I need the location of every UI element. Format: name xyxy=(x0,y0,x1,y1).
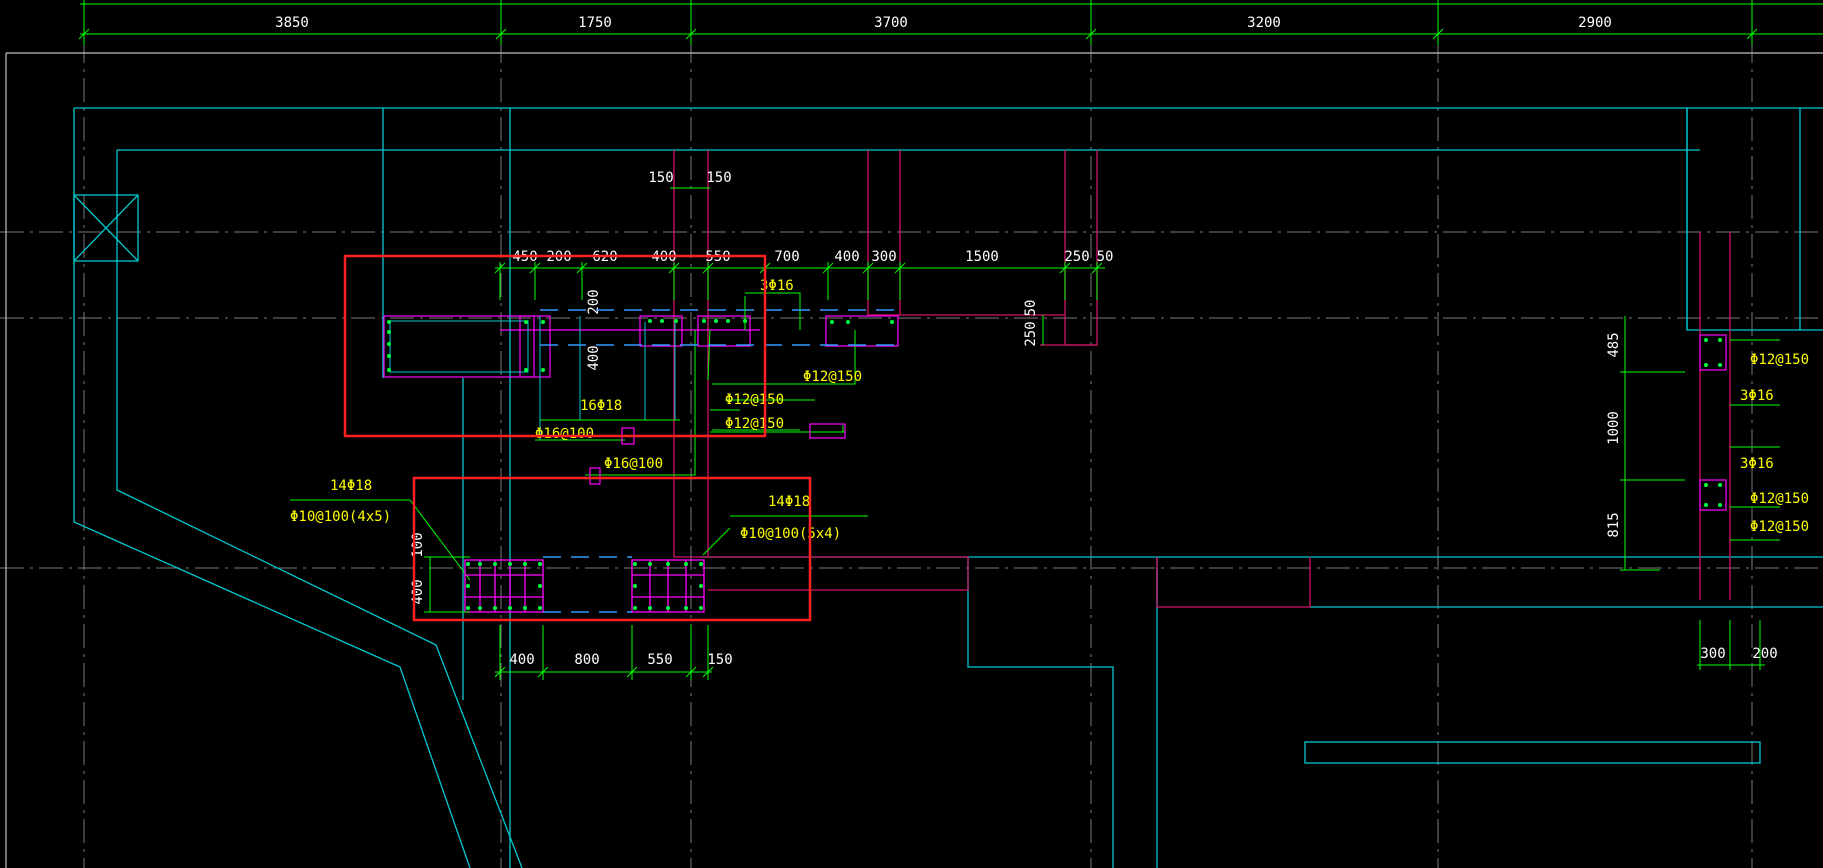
annotation-leaders xyxy=(290,296,868,517)
dim-upper-8: 400 xyxy=(834,249,859,265)
lower-column-sections xyxy=(464,559,705,613)
rebar-annotations: 16Φ18 Φ16@100 Φ16@100 3Φ16 Φ12@150 Φ12@1… xyxy=(290,278,1809,542)
ann-right-phi12-top: Φ12@150 xyxy=(1750,352,1809,368)
lower-dashed-beam xyxy=(540,309,900,613)
dim-upper-11: 250 xyxy=(1064,249,1089,265)
ann-right-phi12-mid: Φ12@150 xyxy=(1750,491,1809,507)
ann-phi12-a: Φ12@150 xyxy=(803,369,862,385)
ann-14phi18-right: 14Φ18 xyxy=(768,494,810,510)
dim-top-4: 2900 xyxy=(1578,15,1612,31)
lower-column-left xyxy=(464,559,544,613)
dim-upper-0: 150 xyxy=(648,170,673,186)
column-box-left xyxy=(73,194,139,262)
upper-dimension-labels: 150 150 450 200 620 400 550 700 400 300 … xyxy=(512,170,1113,265)
ann-phi10-right: Φ10@100(5x4) xyxy=(740,526,841,542)
ann-phi16-100-b: Φ16@100 xyxy=(604,456,663,472)
inner-wall-left xyxy=(116,150,523,868)
lower-rebar-dots xyxy=(466,562,703,610)
dim-far-right-1: 1000 xyxy=(1606,411,1622,445)
highlight-boxes xyxy=(343,254,812,622)
dim-far-right-2: 815 xyxy=(1606,512,1622,537)
ann-right-phi12-bottom: Φ12@150 xyxy=(1750,519,1809,535)
highlight-box-upper xyxy=(343,254,767,438)
ann-14phi18-left: 14Φ18 xyxy=(330,478,372,494)
ann-3phi16: 3Φ16 xyxy=(760,278,794,294)
dim-upper-9: 300 xyxy=(871,249,896,265)
ann-16phi18: 16Φ18 xyxy=(580,398,622,414)
ann-phi16-100-a: Φ16@100 xyxy=(535,426,594,442)
dim-lower-3: 150 xyxy=(707,652,732,668)
dim-upper-12: 50 xyxy=(1097,249,1114,265)
ann-phi10-left: Φ10@100(4x5) xyxy=(290,509,391,525)
ann-phi12-c: Φ12@150 xyxy=(725,416,784,432)
dim-lower-1: 800 xyxy=(574,652,599,668)
ann-phi12-b: Φ12@150 xyxy=(725,392,784,408)
outer-wall-left xyxy=(73,108,471,868)
highlight-box-lower xyxy=(412,476,812,622)
upper-inner-lines xyxy=(389,316,676,440)
dim-upper-10: 1500 xyxy=(965,249,999,265)
ann-right-3phi16-bottom: 3Φ16 xyxy=(1740,456,1774,472)
wall-lines xyxy=(673,150,1731,608)
far-right-dimension-labels: 485 1000 815 300 200 xyxy=(1606,332,1778,662)
upper-rebar-sections xyxy=(383,315,1727,511)
dim-far-right-0: 485 xyxy=(1606,332,1622,357)
ann-right-3phi16-top: 3Φ16 xyxy=(1740,388,1774,404)
dim-lower-vert-0: 100 xyxy=(410,532,426,557)
lower-dimension-chain xyxy=(424,556,714,680)
dim-vert-right-1: 250 xyxy=(1023,321,1039,346)
dim-top-1: 1750 xyxy=(578,15,612,31)
dim-far-right-bottom-0: 300 xyxy=(1700,646,1725,662)
upper-vertical-labels: 200 400 50 250 xyxy=(586,289,1039,370)
rebar-dots xyxy=(387,319,1722,507)
dim-top-0: 3850 xyxy=(275,15,309,31)
dim-vert-left-0: 200 xyxy=(586,289,602,314)
rebar-leaders xyxy=(409,292,868,581)
dim-top-3: 3200 xyxy=(1247,15,1281,31)
dim-upper-7: 700 xyxy=(774,249,799,265)
drawing-frame xyxy=(5,52,1823,868)
dim-vert-left-1: 400 xyxy=(586,345,602,370)
dim-lower-vert-1: 400 xyxy=(410,579,426,604)
dim-top-2: 3700 xyxy=(874,15,908,31)
dim-lower-0: 400 xyxy=(509,652,534,668)
dim-upper-1: 150 xyxy=(706,170,731,186)
far-right-dimension-chain xyxy=(1620,316,1780,670)
upper-dimension-chain xyxy=(494,187,1105,345)
dim-vert-right-0: 50 xyxy=(1023,300,1039,317)
top-dimension-labels: 3850 1750 3700 3200 2900 xyxy=(275,15,1612,31)
slab-opening xyxy=(1304,741,1761,764)
lower-dimension-labels: 400 800 550 150 100 400 xyxy=(410,532,733,668)
top-dimension-chain xyxy=(78,0,1823,45)
dim-far-right-bottom-1: 200 xyxy=(1752,646,1777,662)
dim-lower-2: 550 xyxy=(647,652,672,668)
